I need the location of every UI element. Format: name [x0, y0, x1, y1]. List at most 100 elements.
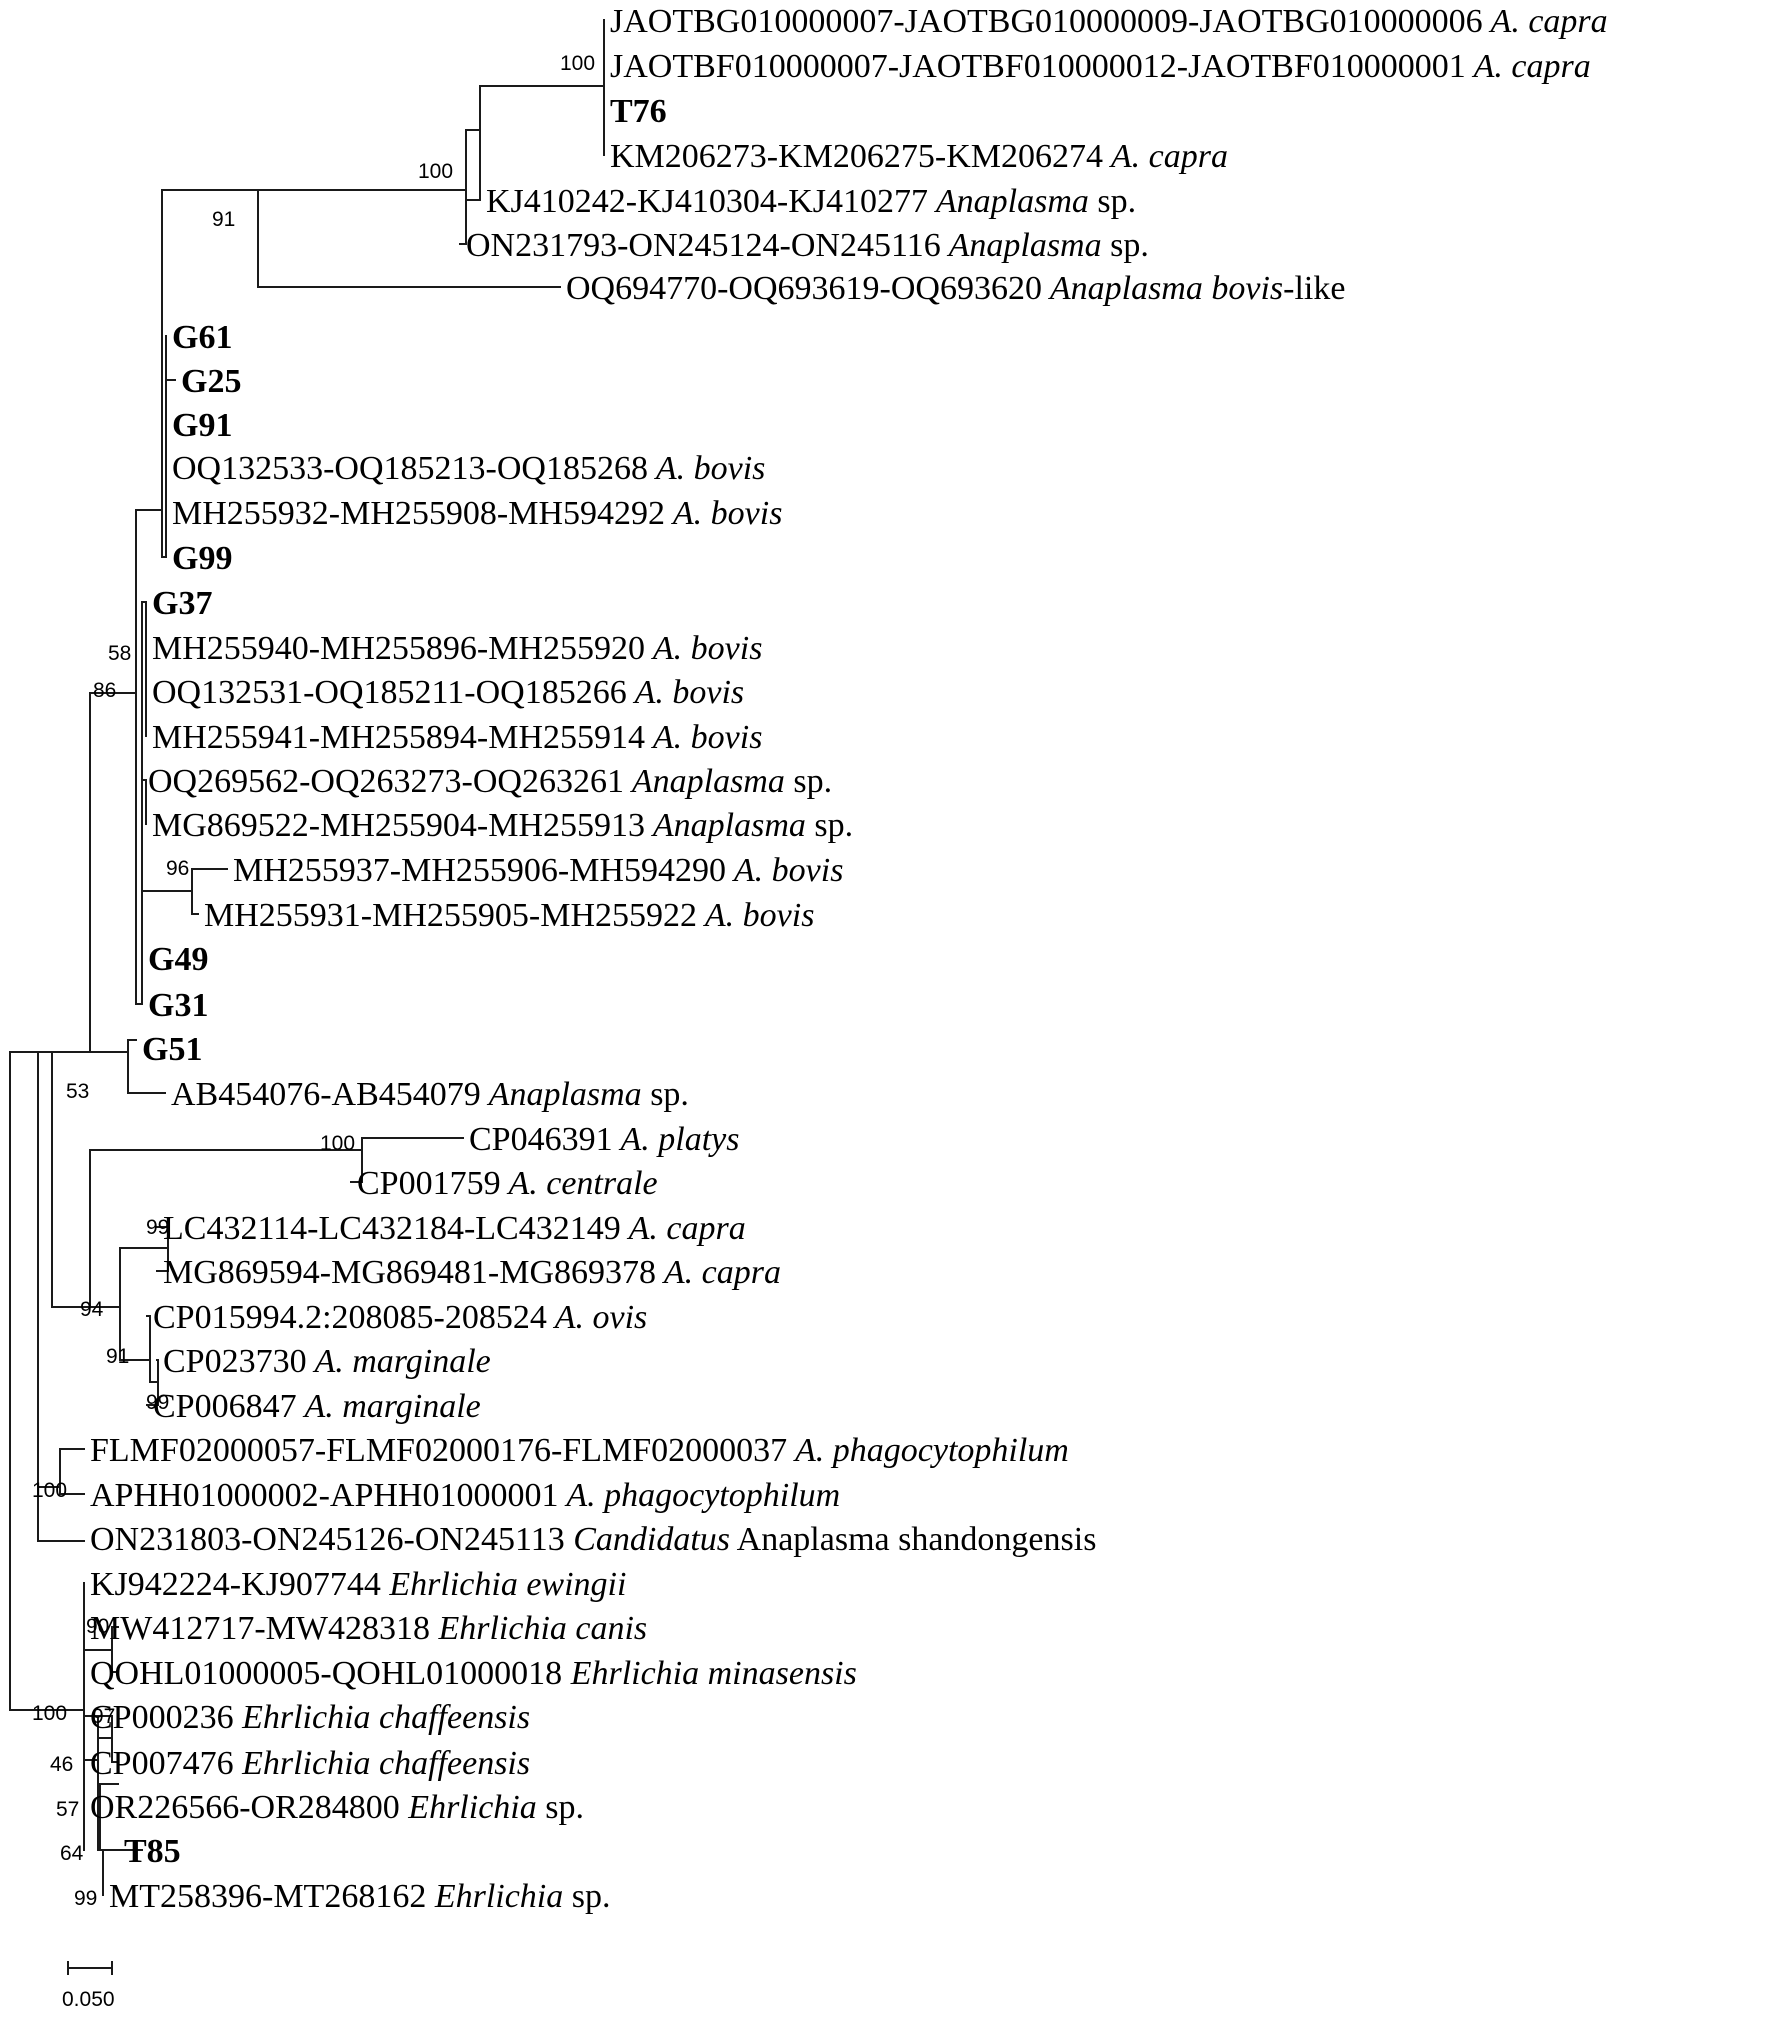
leaf-species: A. bovis	[697, 897, 814, 934]
leaf-label: CP001759 A. centrale	[357, 1165, 658, 1202]
leaf-species: A. marginale	[297, 1388, 481, 1425]
leaf-species-suffix: sp.	[806, 807, 853, 844]
leaf-accession: MH255937-MH255906-MH594290	[233, 852, 726, 889]
scale-bar-label: 0.050	[62, 1988, 115, 2011]
leaf-species: A. capra	[656, 1254, 781, 1291]
leaf-species: A. phagocytophilum	[787, 1432, 1069, 1469]
bootstrap-support-value: 86	[93, 679, 116, 702]
leaf-accession: APHH01000002-APHH01000001	[90, 1477, 558, 1514]
leaf-species: A. marginale	[307, 1343, 491, 1380]
leaf-accession: KM206273-KM206275-KM206274	[610, 138, 1103, 175]
leaf-species-suffix: sp.	[537, 1789, 584, 1826]
leaf-species: Ehrlichia chaffeensis	[234, 1745, 531, 1782]
leaf-label: G51	[142, 1031, 202, 1068]
leaf-label: MG869594-MG869481-MG869378 A. capra	[163, 1254, 781, 1291]
leaf-species: Anaplasma	[941, 227, 1102, 264]
leaf-label: MH255931-MH255905-MH255922 A. bovis	[204, 897, 814, 934]
leaf-label: MH255937-MH255906-MH594290 A. bovis	[233, 852, 843, 889]
leaf-label: MG869522-MH255904-MH255913 Anaplasma sp.	[152, 807, 853, 844]
leaf-label: MH255941-MH255894-MH255914 A. bovis	[152, 719, 762, 756]
leaf-accession: MH255931-MH255905-MH255922	[204, 897, 697, 934]
leaf-accession: CP000236	[90, 1699, 234, 1736]
leaf-accession: MG869594-MG869481-MG869378	[163, 1254, 656, 1291]
leaf-accession: ON231803-ON245126-ON245113	[90, 1521, 565, 1558]
leaf-accession: CP001759	[357, 1165, 501, 1202]
leaf-species: Ehrlichia	[426, 1878, 563, 1915]
leaf-species: Anaplasma	[645, 807, 806, 844]
leaf-label: MT258396-MT268162 Ehrlichia sp.	[109, 1878, 611, 1915]
leaf-label: OQ132531-OQ185211-OQ185266 A. bovis	[152, 674, 744, 711]
leaf-label: MW412717-MW428318 Ehrlichia canis	[90, 1610, 647, 1647]
leaf-species: A. capra	[621, 1210, 746, 1247]
leaf-accession: MW412717-MW428318	[90, 1610, 430, 1647]
leaf-species: Ehrlichia chaffeensis	[234, 1699, 531, 1736]
leaf-species-suffix: -like	[1283, 270, 1345, 307]
leaf-species: Anaplasma	[928, 183, 1089, 220]
leaf-label: G99	[172, 540, 232, 577]
bootstrap-support-value: 100	[418, 160, 453, 183]
leaf-species: A. platys	[613, 1121, 740, 1158]
bootstrap-support-value: 90	[86, 1615, 109, 1638]
bootstrap-support-value: 94	[80, 1298, 104, 1321]
leaf-species: A. bovis	[648, 450, 765, 487]
leaf-species: A. bovis	[645, 719, 762, 756]
leaf-label: T76	[610, 93, 667, 130]
leaf-label: KJ942224-KJ907744 Ehrlichia ewingii	[90, 1566, 626, 1603]
leaf-label: ON231793-ON245124-ON245116 Anaplasma sp.	[466, 227, 1149, 264]
leaf-species: A. bovis	[645, 630, 762, 667]
leaf-accession: LC432114-LC432184-LC432149	[163, 1210, 621, 1247]
bootstrap-support-value: 91	[212, 208, 235, 231]
leaf-accession: CP046391	[469, 1121, 613, 1158]
leaf-label: ON231803-ON245126-ON245113 Candidatus An…	[90, 1521, 1096, 1558]
leaf-species-suffix: sp.	[785, 763, 832, 800]
leaf-label: CP023730 A. marginale	[163, 1343, 491, 1380]
leaf-species-suffix: sp.	[642, 1076, 689, 1113]
bootstrap-support-value: 97	[92, 1705, 115, 1728]
leaf-accession: OQ269562-OQ263273-OQ263261	[148, 763, 624, 800]
leaf-accession: OQ132533-OQ185213-OQ185268	[172, 450, 648, 487]
leaf-label: QOHL01000005-QOHL01000018 Ehrlichia mina…	[90, 1655, 857, 1692]
bootstrap-support-value: 57	[56, 1798, 79, 1821]
leaf-accession: ON231793-ON245124-ON245116	[466, 227, 941, 264]
leaf-label: G49	[148, 941, 208, 978]
leaf-label: MH255932-MH255908-MH594292 A. bovis	[172, 495, 782, 532]
leaf-species: Candidatus	[565, 1521, 730, 1558]
leaf-species-suffix: sp.	[1102, 227, 1149, 264]
leaf-accession: T76	[610, 93, 667, 130]
leaf-label: JAOTBF010000007-JAOTBF010000012-JAOTBF01…	[610, 48, 1591, 85]
leaf-accession: QOHL01000005-QOHL01000018	[90, 1655, 562, 1692]
leaf-species: Ehrlichia canis	[430, 1610, 647, 1647]
leaf-accession: JAOTBG010000007-JAOTBG010000009-JAOTBG01…	[610, 3, 1483, 40]
leaf-label: G25	[181, 363, 241, 400]
bootstrap-support-value: 53	[66, 1080, 89, 1103]
leaf-species: Ehrlichia ewingii	[381, 1566, 627, 1603]
bootstrap-support-value: 100	[32, 1479, 67, 1502]
leaf-label: G61	[172, 319, 232, 356]
leaf-label: G37	[152, 585, 212, 622]
leaf-accession: AB454076-AB454079	[171, 1076, 481, 1113]
leaf-label: T85	[124, 1833, 181, 1870]
leaf-label: OQ132533-OQ185213-OQ185268 A. bovis	[172, 450, 765, 487]
leaf-label: AB454076-AB454079 Anaplasma sp.	[171, 1076, 689, 1113]
leaf-species: A. ovis	[547, 1299, 647, 1336]
bootstrap-support-value: 99	[74, 1887, 97, 1910]
leaf-accession: G61	[172, 319, 232, 356]
bootstrap-support-value: 99	[146, 1391, 169, 1414]
bootstrap-support-value: 100	[320, 1132, 355, 1155]
leaf-label: KJ410242-KJ410304-KJ410277 Anaplasma sp.	[486, 183, 1136, 220]
leaf-accession: G99	[172, 540, 232, 577]
leaf-accession: OQ694770-OQ693619-OQ693620	[566, 270, 1042, 307]
bootstrap-support-value: 58	[108, 642, 131, 665]
leaf-label: OQ269562-OQ263273-OQ263261 Anaplasma sp.	[148, 763, 832, 800]
leaf-species: Anaplasma	[624, 763, 785, 800]
leaf-label: KM206273-KM206275-KM206274 A. capra	[610, 138, 1228, 175]
bootstrap-support-value: 100	[560, 52, 595, 75]
bootstrap-support-value: 100	[32, 1702, 67, 1725]
leaf-accession: G31	[148, 987, 208, 1024]
leaf-label: OR226566-OR284800 Ehrlichia sp.	[90, 1789, 584, 1826]
leaf-accession: CP006847	[153, 1388, 297, 1425]
leaf-accession: T85	[124, 1833, 181, 1870]
leaf-accession: MH255941-MH255894-MH255914	[152, 719, 645, 756]
leaf-species: Ehrlichia	[400, 1789, 537, 1826]
